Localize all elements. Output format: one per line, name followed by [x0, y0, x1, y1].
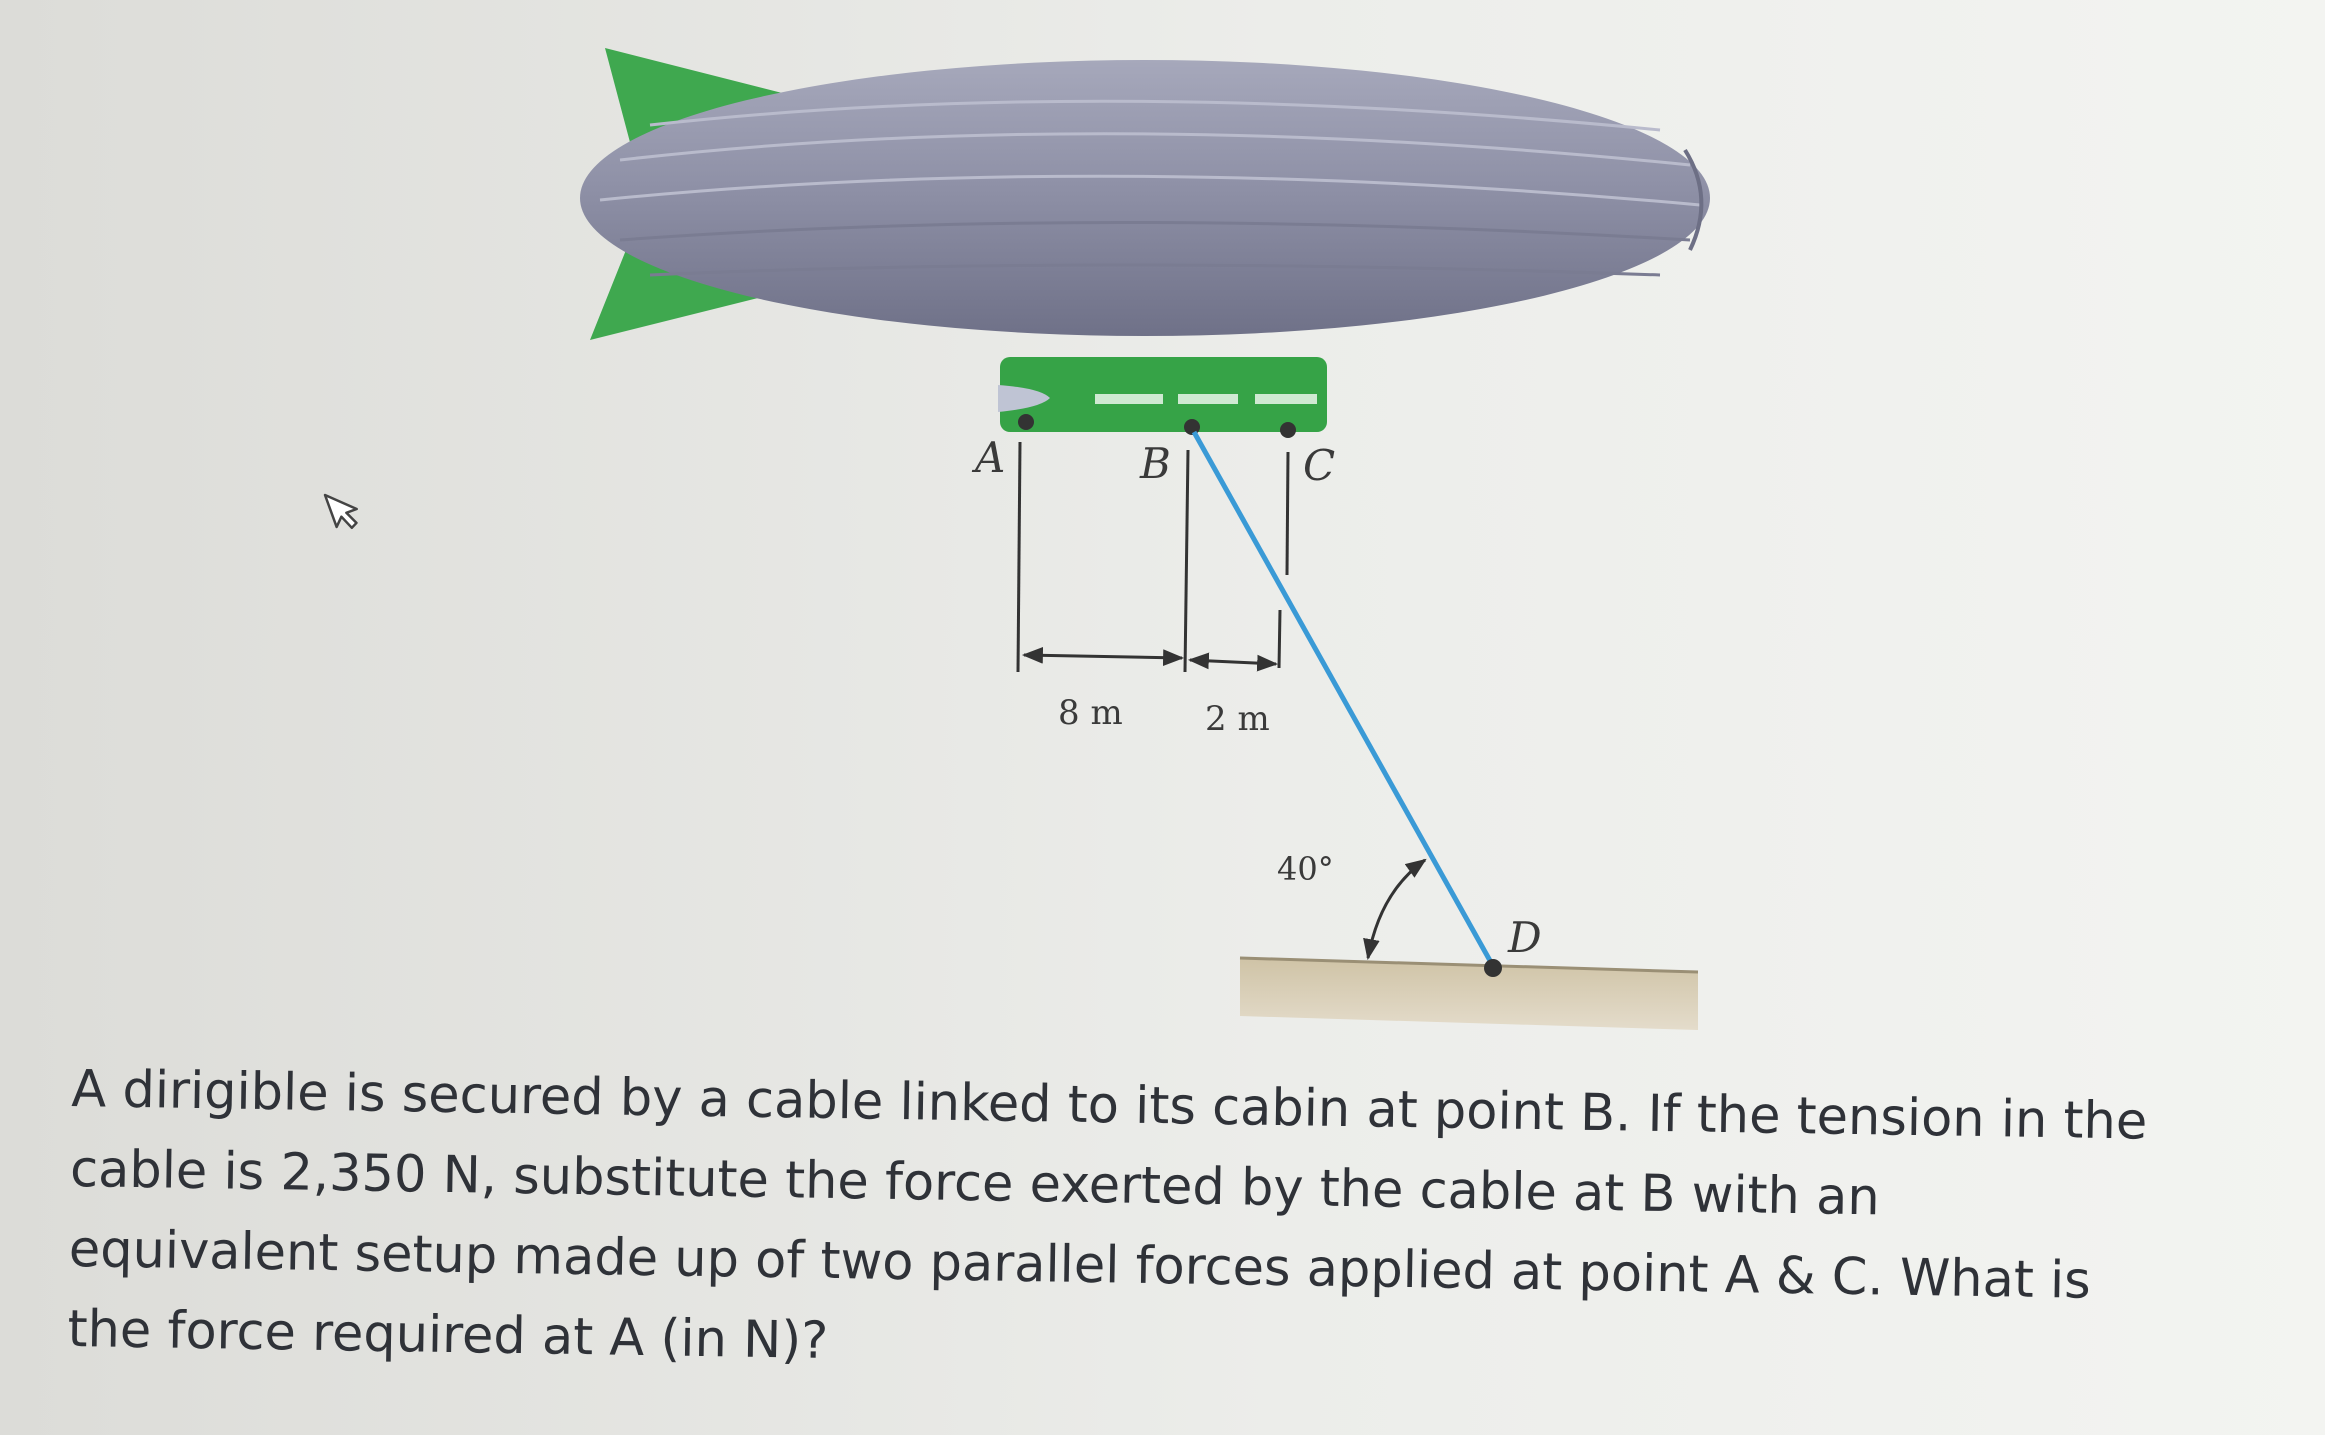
mouse-pointer-icon: [323, 493, 358, 530]
label-point-c: C: [1303, 441, 1335, 490]
point-c-marker: [1280, 422, 1296, 438]
point-a-marker: [1018, 414, 1034, 430]
point-b-marker: [1184, 419, 1200, 435]
reference-line-c-lower: [1277, 609, 1282, 669]
problem-statement: A dirigible is secured by a cable linked…: [67, 1059, 2148, 1371]
reference-line-b: [1183, 449, 1190, 673]
dimension-arrow-bc: [1187, 652, 1279, 672]
angle-arc: [1363, 858, 1427, 961]
dimension-label-bc: 2 m: [1205, 699, 1270, 739]
label-point-d: D: [1507, 913, 1542, 962]
dimension-label-ab: 8 m: [1058, 693, 1123, 733]
ground: [1240, 958, 1698, 1030]
cabin: [998, 357, 1327, 432]
angle-label: 40°: [1277, 850, 1334, 888]
dirigible-envelope: [580, 60, 1710, 336]
label-point-b: B: [1139, 439, 1171, 488]
reference-line-c: [1285, 451, 1290, 576]
ground-surface-line: [1239, 956, 1699, 974]
label-point-a: A: [971, 433, 1005, 482]
dimension-arrow-ab: [1021, 646, 1185, 667]
reference-line-a: [1016, 441, 1022, 673]
point-d-marker: [1484, 959, 1502, 977]
cable-bd: [1191, 430, 1496, 968]
